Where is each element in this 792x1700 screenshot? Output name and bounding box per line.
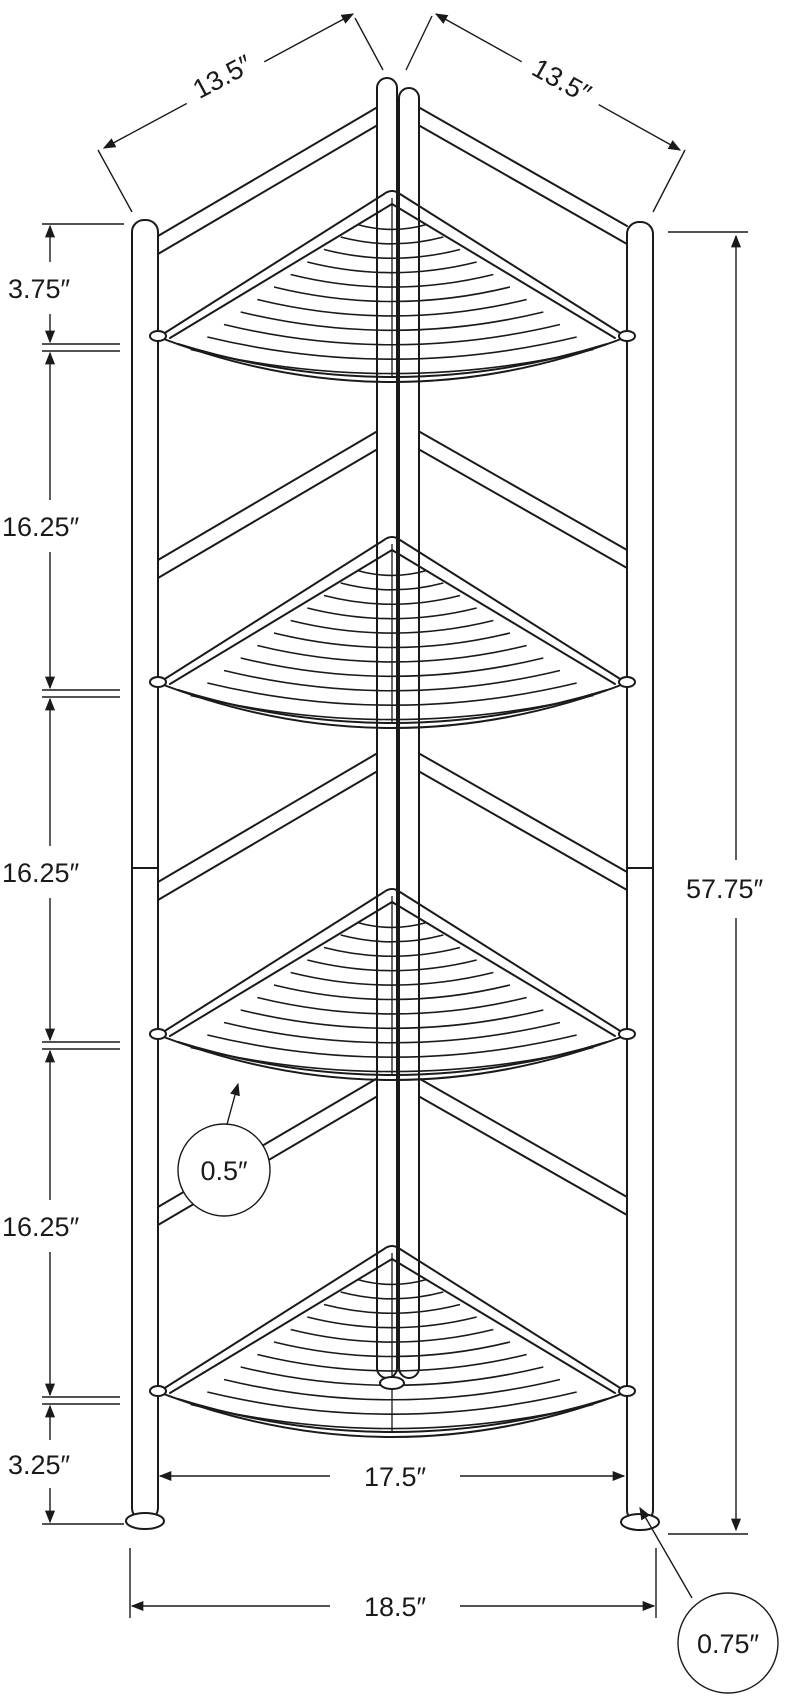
frame (125, 77, 660, 1531)
rail-right-lower (419, 771, 628, 891)
right-foot (620, 1513, 660, 1531)
rail-left-lower (157, 125, 377, 255)
rail-right-lower (419, 1096, 628, 1216)
callout-shelf-thickness (177, 1082, 271, 1217)
shelf (149, 536, 636, 729)
rail-left-upper (157, 753, 377, 883)
dimension-chain-left (42, 223, 124, 1525)
callout-foot (639, 1506, 779, 1694)
rail-right-upper (419, 1078, 628, 1198)
label-shelf-thickness: 0.5″ (200, 1156, 248, 1186)
dimension-side-right: 13.5″ (405, 13, 686, 213)
shelf (149, 1245, 636, 1438)
back-post-b (398, 87, 420, 1379)
left-foot (125, 1512, 165, 1530)
label-inner-width: 17.5″ (364, 1462, 427, 1492)
dimension-side-left: 13.5″ (97, 13, 384, 213)
dimension-total-height (668, 231, 748, 1535)
rail-right-upper (419, 753, 628, 873)
rail-right-upper (419, 107, 628, 227)
shelf (149, 190, 636, 383)
right-post (626, 221, 654, 1523)
label-foot-diameter: 0.75″ (697, 1629, 760, 1659)
label-total-height: 57.75″ (686, 874, 764, 904)
label-shelf-gap-3: 16.25″ (2, 1212, 80, 1242)
label-bottom-gap: 3.25″ (8, 1450, 71, 1480)
label-top-gap: 3.75″ (8, 274, 71, 304)
left-post (131, 219, 159, 1521)
rail-left-lower (157, 771, 377, 901)
rail-left-lower (157, 449, 377, 579)
rail-left-upper (157, 107, 377, 237)
label-shelf-gap-2: 16.25″ (2, 858, 80, 888)
dimension-outer-width (129, 1548, 657, 1618)
rail-right-upper (419, 431, 628, 551)
rail-right-lower (419, 449, 628, 569)
label-outer-width: 18.5″ (364, 1592, 427, 1622)
rail-left-upper (157, 431, 377, 561)
label-shelf-gap-1: 16.25″ (2, 512, 80, 542)
shelves (149, 190, 636, 1438)
shelf (149, 888, 636, 1081)
